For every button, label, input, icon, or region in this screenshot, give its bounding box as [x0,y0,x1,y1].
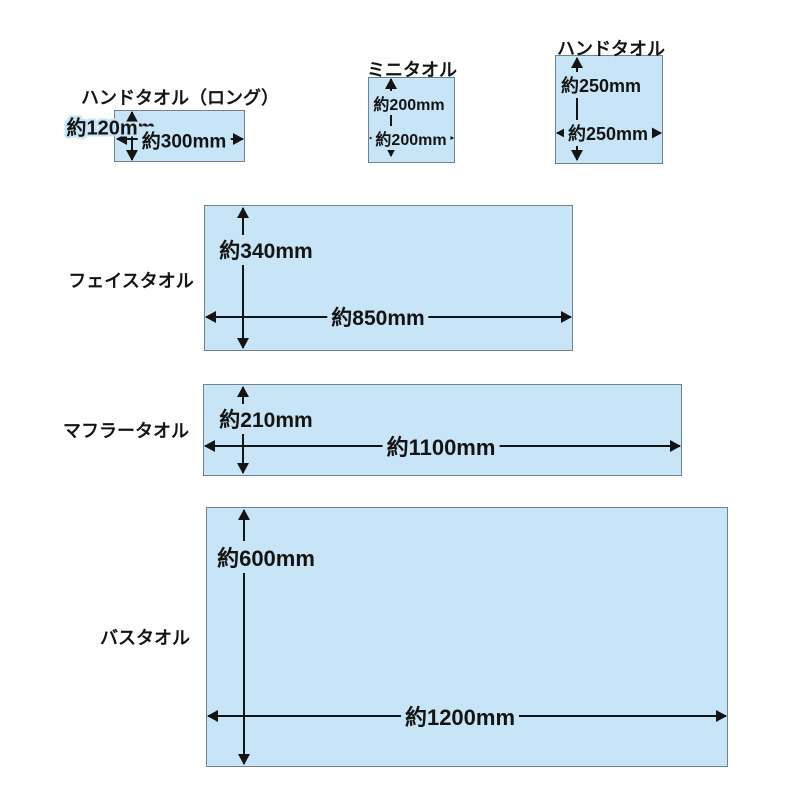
vertical-dimension-arrow-icon [576,58,578,160]
towel-title: フェイスタオル [68,271,194,291]
towel-box [368,77,455,163]
vertical-dimension-arrow-icon [243,510,245,764]
width-label: 約850mm [327,302,429,332]
width-label: 約1200mm [400,700,520,732]
towel-title: マフラータオル [63,421,189,441]
width-label: 約300mm [137,126,231,154]
towel-title: ハンドタオル [557,39,665,59]
vertical-dimension-arrow-icon [131,112,133,160]
width-label: 約1100mm [382,430,500,462]
height-label: 約600mm [213,541,319,573]
height-label: 約200mm [369,91,449,115]
towel-title: ハンドタオル（ロング） [81,88,279,108]
height-label: 約250mm [556,72,646,98]
height-label: 約340mm [215,235,317,265]
width-label: 約250mm [563,120,653,146]
towel-title: バスタオル [100,628,190,648]
vertical-dimension-arrow-icon [390,79,392,156]
height-label: 約120mm [66,117,156,140]
height-label: 約210mm [215,404,317,434]
vertical-dimension-arrow-icon [242,208,244,348]
towel-title: ミニタオル [367,60,457,80]
width-label: 約200mm [371,126,451,150]
